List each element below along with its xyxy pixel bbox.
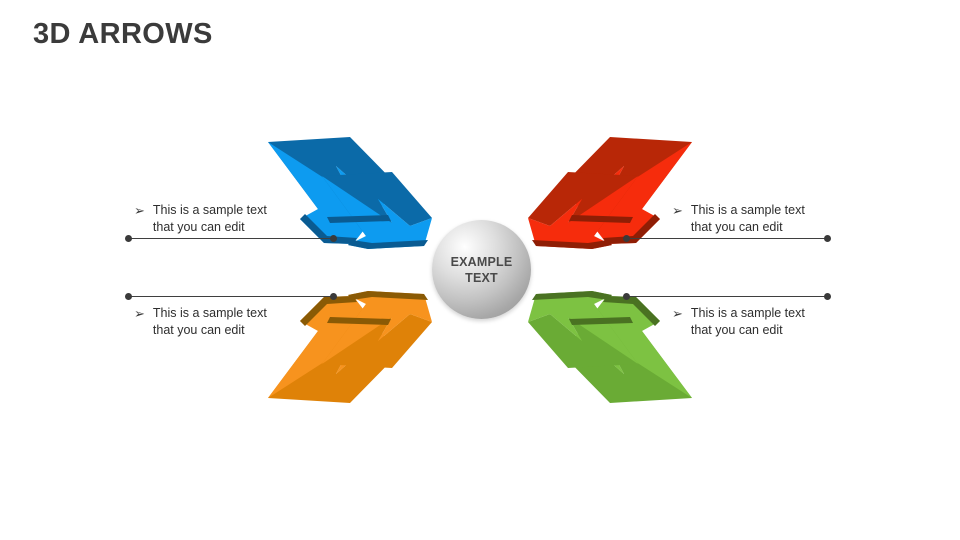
bullet-arrow-icon: ➢ — [672, 203, 683, 218]
red-arrow-front-edge — [532, 240, 612, 249]
orange-arrow-front-side — [322, 304, 432, 368]
bullet-arrow-icon: ➢ — [134, 203, 145, 218]
red-arrow-front-face — [528, 176, 638, 249]
blue-arrow-front-edge — [348, 240, 428, 249]
center-example-text-node[interactable]: EXAMPLE TEXT — [432, 220, 531, 319]
connector-top-left — [125, 235, 337, 242]
orange-arrow[interactable] — [268, 291, 432, 403]
orange-arrow-front-face — [322, 291, 432, 364]
blue-arrow-front-top — [322, 172, 432, 236]
green-arrow-front-face — [528, 291, 638, 364]
connector-bottom-right — [623, 293, 831, 300]
callout-line-2: that you can edit — [152, 323, 245, 337]
center-text-line2: TEXT — [465, 270, 498, 285]
connector-dot-end — [330, 235, 337, 242]
callout-line-2: that you can edit — [152, 220, 245, 234]
red-arrow-front-top — [528, 172, 638, 236]
green-arrow[interactable] — [528, 291, 692, 403]
connector-top-right — [623, 235, 831, 242]
callout-line-1: This is a sample text — [152, 203, 267, 217]
red-arrow[interactable] — [528, 137, 692, 249]
green-arrow-front-side — [528, 304, 638, 368]
callout-line-2: that you can edit — [690, 220, 783, 234]
blue-arrow-notch-shadow — [327, 215, 391, 223]
callout-text: This is a sample text that you can edit — [153, 305, 267, 339]
orange-arrow-front-top-edge — [348, 291, 428, 300]
callout-top-left[interactable]: ➢ This is a sample text that you can edi… — [134, 202, 349, 236]
callout-line-1: This is a sample text — [690, 306, 805, 320]
blue-arrow-front-face — [322, 176, 432, 249]
callout-bottom-left[interactable]: ➢ This is a sample text that you can edi… — [134, 305, 349, 339]
green-arrow-front-top-edge — [532, 291, 612, 300]
connector-dot-end — [824, 293, 831, 300]
center-text-line1: EXAMPLE — [450, 254, 513, 269]
bullet-arrow-icon: ➢ — [134, 306, 145, 321]
callout-line-1: This is a sample text — [152, 306, 267, 320]
callout-bottom-right[interactable]: ➢ This is a sample text that you can edi… — [672, 305, 887, 339]
callout-line-2: that you can edit — [690, 323, 783, 337]
green-arrow-notch-shadow — [569, 317, 633, 325]
connector-bottom-left — [125, 293, 337, 300]
callout-text: This is a sample text that you can edit — [153, 202, 267, 236]
callout-text: This is a sample text that you can edit — [691, 305, 805, 339]
connector-dot-start — [623, 293, 630, 300]
orange-arrow-notch-shadow — [327, 317, 391, 325]
connector-dot-start — [623, 235, 630, 242]
connector-dot-end — [330, 293, 337, 300]
connector-dot-end — [824, 235, 831, 242]
connector-dot-start — [125, 293, 132, 300]
connector-dot-start — [125, 235, 132, 242]
page-title: 3D ARROWS — [33, 18, 213, 50]
callout-top-right[interactable]: ➢ This is a sample text that you can edi… — [672, 202, 887, 236]
red-arrow-notch-shadow — [569, 215, 633, 223]
callout-text: This is a sample text that you can edit — [691, 202, 805, 236]
callout-line-1: This is a sample text — [690, 203, 805, 217]
bullet-arrow-icon: ➢ — [672, 306, 683, 321]
blue-arrow[interactable] — [268, 137, 432, 249]
